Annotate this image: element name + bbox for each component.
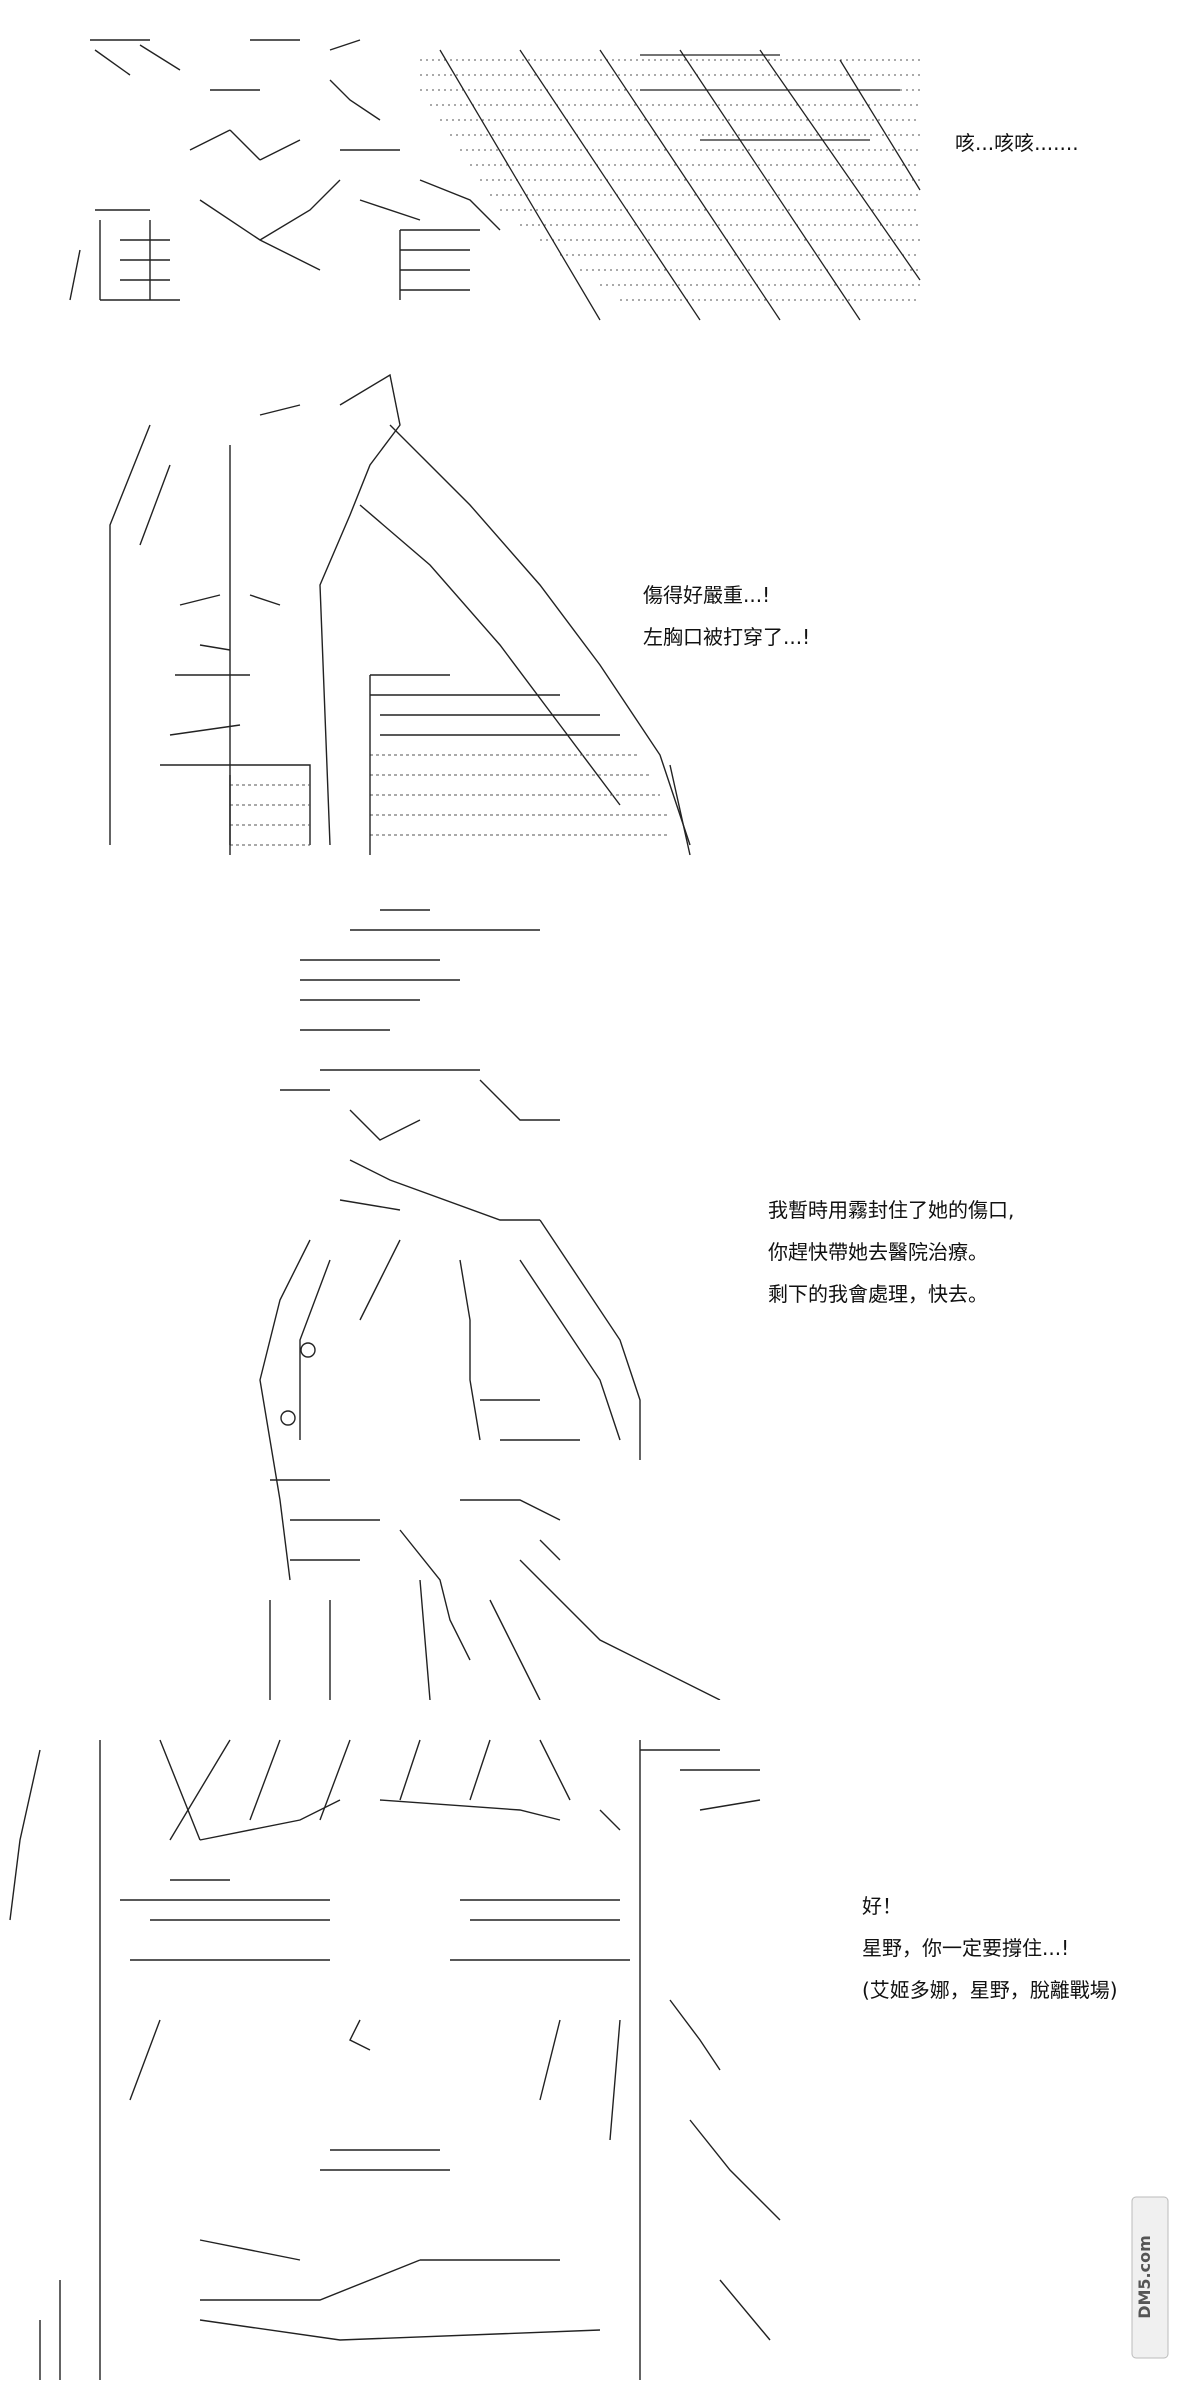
ascii-art-face-closeup xyxy=(0,1720,820,2390)
dialog-line: 咳...咳咳....... xyxy=(955,131,1079,155)
ascii-art-injured-girl xyxy=(0,345,700,865)
watermark-text: DM5.com xyxy=(1135,2235,1154,2319)
dialog-line: (艾姬多娜，星野，脫離戰場) xyxy=(862,1978,1118,2002)
dialog-panel-1: 咳...咳咳....... xyxy=(955,133,1079,175)
ascii-art-standing-figure xyxy=(0,880,760,1700)
dm5-watermark-logo: DM5.com xyxy=(1130,2195,1170,2360)
dialog-panel-4: 好！ 星野，你一定要撐住...! (艾姬多娜，星野，脫離戰場) xyxy=(862,1896,1118,2022)
dialog-line: 傷得好嚴重...! xyxy=(643,583,771,607)
ascii-art-collapse-scene xyxy=(0,0,950,330)
dialog-line: 你趕快帶她去醫院治療。 xyxy=(768,1240,988,1264)
dialog-panel-2: 傷得好嚴重...! 左胸口被打穿了...! xyxy=(643,585,810,669)
panel-1: 咳...咳咳....... xyxy=(0,0,1200,330)
panel-4: 好！ 星野，你一定要撐住...! (艾姬多娜，星野，脫離戰場) xyxy=(0,1720,1200,2390)
dialog-panel-3: 我暫時用霧封住了她的傷口, 你趕快帶她去醫院治療。 剩下的我會處理，快去。 xyxy=(768,1200,1014,1326)
panel-2: 傷得好嚴重...! 左胸口被打穿了...! xyxy=(0,345,1200,865)
dialog-line: 左胸口被打穿了...! xyxy=(643,625,811,649)
dialog-line: 剩下的我會處理，快去。 xyxy=(768,1282,988,1306)
dialog-line: 我暫時用霧封住了她的傷口, xyxy=(768,1198,1015,1222)
panel-3: 我暫時用霧封住了她的傷口, 你趕快帶她去醫院治療。 剩下的我會處理，快去。 xyxy=(0,880,1200,1700)
dialog-line: 好！ xyxy=(862,1894,902,1918)
dialog-line: 星野，你一定要撐住...! xyxy=(862,1936,1070,1960)
